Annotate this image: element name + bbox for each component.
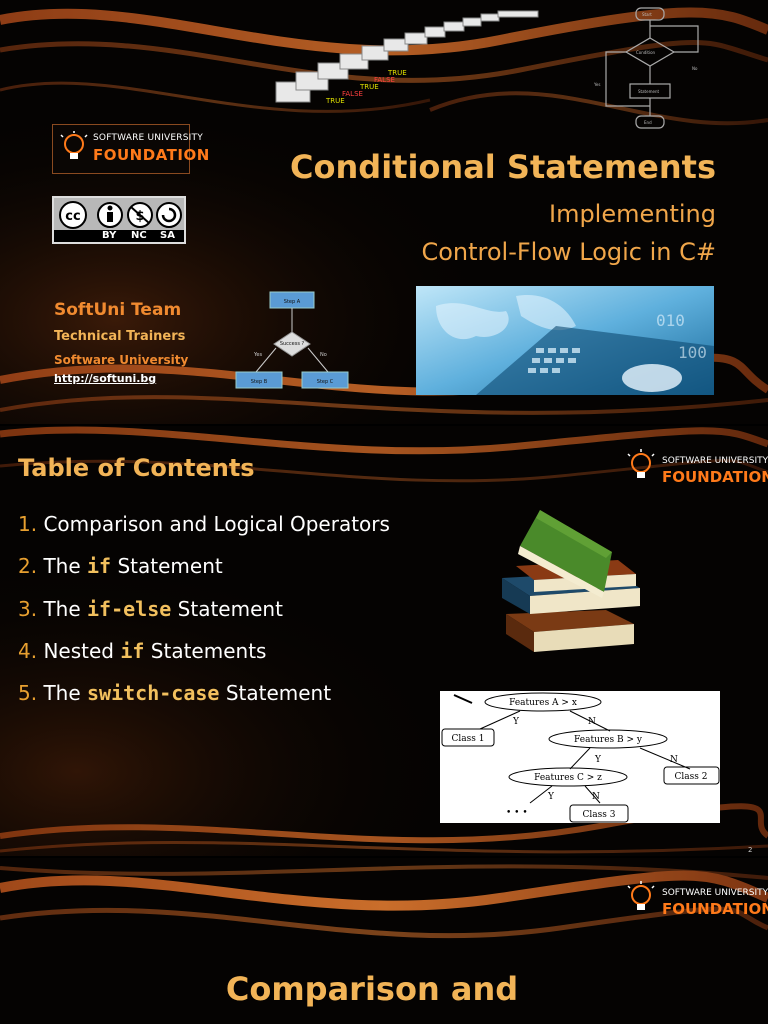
stairs-label: FALSE [374, 76, 395, 84]
slide-divider [0, 424, 768, 426]
tree-label: N [670, 755, 678, 765]
team-name: SoftUni Team [54, 300, 182, 320]
toc-number: 3. [18, 597, 38, 621]
toc-code: if [87, 554, 112, 578]
logo-bottom-text: FOUNDATION [662, 900, 768, 918]
cc-icon: cc [65, 209, 80, 224]
toc-number: 2. [18, 554, 38, 578]
slide-title: Conditional Statements [290, 148, 716, 186]
svg-text:No: No [692, 66, 698, 71]
toc-item[interactable]: 5. The switch-case Statement [18, 681, 331, 705]
tree-root: Features A > x [509, 698, 577, 708]
tree-label: N [588, 717, 596, 727]
slide-subtitle-2: Control-Flow Logic in C# [421, 238, 716, 266]
logo-top-text: SOFTWARE UNIVERSITY [662, 456, 768, 466]
toc-item[interactable]: 3. The if-else Statement [18, 597, 283, 621]
svg-text:Condition: Condition [636, 50, 656, 55]
logo-bottom-text: FOUNDATION [662, 468, 768, 486]
tree-label: Y [594, 755, 602, 765]
license-by: BY [102, 230, 117, 241]
logo-top-text: SOFTWARE UNIVERSITY [93, 133, 203, 143]
toc-number: 1. [18, 512, 38, 536]
tree-class-3: Class 3 [583, 810, 616, 820]
logo-bottom-text: FOUNDATION [93, 146, 210, 164]
toc-text: The [43, 681, 88, 705]
svg-text:Yes: Yes [594, 82, 600, 87]
small-flowchart: Step A Success ? Step B Step C Yes No [235, 291, 349, 389]
team-role: Technical Trainers [54, 329, 186, 344]
toc-code: switch-case [87, 681, 220, 705]
stairs-label: FALSE [342, 90, 363, 98]
lightbulb-icon [627, 449, 655, 478]
tree-label: Y [547, 792, 555, 802]
page-number: 2 [748, 846, 753, 854]
flow-step-a: Step A [284, 299, 301, 305]
flowchart-graphic: Start Condition Statement End Yes No [594, 7, 699, 129]
team-org: Software University [54, 353, 189, 367]
lightbulb-icon [627, 881, 655, 910]
section-slide: SOFTWARE UNIVERSITY FOUNDATION Compariso… [0, 858, 768, 1024]
stairs-label: TRUE [388, 69, 407, 77]
slide-divider [0, 856, 768, 858]
flow-cond: Success ? [280, 341, 305, 347]
softuni-foundation-logo[interactable]: SOFTWARE UNIVERSITY FOUNDATION [622, 446, 768, 490]
toc-item[interactable]: 4. Nested if Statements [18, 639, 266, 663]
toc-text: The [43, 554, 88, 578]
toc-code: if-else [87, 597, 172, 621]
toc-text: The [43, 597, 88, 621]
softuni-foundation-logo[interactable]: SOFTWARE UNIVERSITY FOUNDATION [52, 124, 209, 174]
toc-item[interactable]: 2. The if Statement [18, 554, 223, 578]
flow-yes: Yes [253, 352, 262, 358]
toc-text: Statements [144, 639, 267, 663]
toc-number: 4. [18, 639, 38, 663]
svg-text:End: End [644, 120, 652, 125]
swirl-background [0, 0, 768, 426]
cc-license-badge[interactable]: cc $ BY NC SA [52, 196, 186, 244]
logo-top-text: SOFTWARE UNIVERSITY [662, 888, 768, 898]
tree-class-1: Class 1 [452, 734, 485, 744]
toc-title: Table of Contents [18, 454, 255, 482]
toc-code: if [120, 639, 145, 663]
svg-text:$: $ [135, 209, 144, 224]
tree-ellipsis: • • • [506, 808, 528, 818]
cc-icons: cc $ [59, 201, 182, 229]
stairs-labels: TRUE FALSE TRUE FALSE TRUE [326, 70, 407, 105]
toc-text: Statement [171, 597, 283, 621]
tree-class-2: Class 2 [675, 772, 708, 782]
license-nc: NC [131, 230, 147, 241]
toc-slide: Table of Contents SOFTWARE UNIVERSITY FO… [0, 426, 768, 858]
stairs-label: TRUE [326, 97, 345, 105]
toc-item[interactable]: 1. Comparison and Logical Operators [18, 512, 390, 536]
flow-step-c: Step C [317, 379, 334, 385]
toc-text: Comparison and Logical Operators [43, 512, 390, 536]
section-title: Comparison and [225, 970, 519, 1008]
decision-tree-lines: Features A > x Y N Class 1 Features B > … [441, 692, 720, 823]
tree-node-b: Features B > y [574, 735, 643, 745]
toc-text: Statement [219, 681, 332, 705]
tree-label: N [592, 792, 600, 802]
books-icon [502, 510, 640, 652]
lightbulb-icon [60, 131, 88, 159]
svg-text:100: 100 [678, 343, 707, 362]
tree-node-c: Features C > z [534, 773, 602, 783]
sa-icon [156, 202, 182, 228]
slide-subtitle-1: Implementing [548, 200, 716, 228]
tree-label: Y [512, 717, 520, 727]
flow-step-b: Step B [251, 379, 268, 385]
laptop-photo: 010 100 [416, 286, 714, 395]
toc-text: Statement [111, 554, 223, 578]
softuni-link[interactable]: http://softuni.bg [54, 372, 157, 385]
softuni-foundation-logo[interactable]: SOFTWARE UNIVERSITY FOUNDATION [622, 878, 768, 922]
svg-text:010: 010 [656, 311, 685, 330]
toc-number: 5. [18, 681, 38, 705]
svg-text:Start: Start [642, 12, 652, 17]
title-slide: TRUE FALSE TRUE FALSE TRUE Start Conditi… [0, 0, 768, 426]
stairs-label: TRUE [360, 83, 379, 91]
toc-text: Nested [43, 639, 121, 663]
svg-text:Statement: Statement [638, 89, 659, 94]
license-sa: SA [160, 230, 175, 241]
decision-tree-diagram: Features A > x Y N Class 1 Features B > … [440, 691, 720, 823]
flow-no: No [320, 352, 327, 358]
stairs-graphic [275, 10, 539, 103]
